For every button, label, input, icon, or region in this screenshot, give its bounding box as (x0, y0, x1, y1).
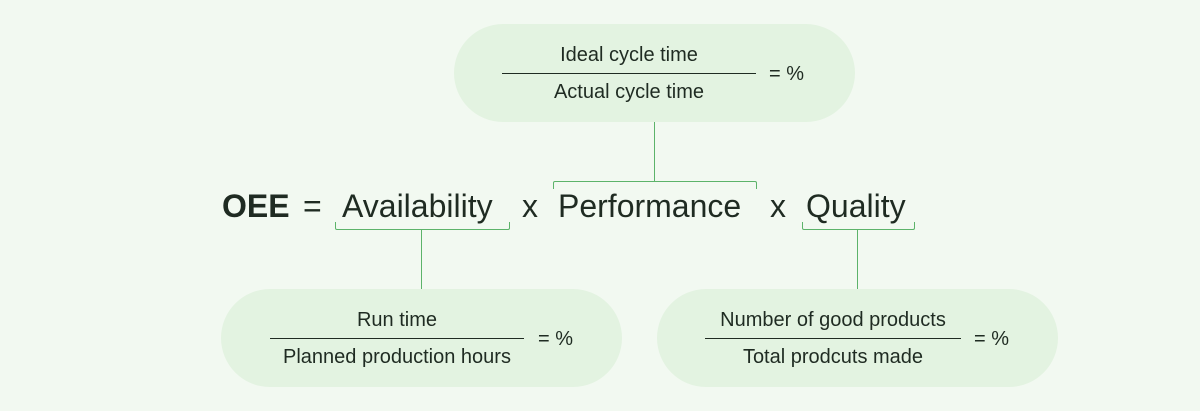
quality-denominator: Total prodcuts made (742, 346, 924, 368)
availability-fraction-bar (270, 338, 524, 339)
quality-connector (857, 230, 858, 289)
quality-fraction-bar (705, 338, 961, 339)
availability-denominator: Planned production hours (283, 346, 511, 368)
availability-bracket (335, 222, 510, 230)
availability-numerator: Run time (356, 309, 438, 331)
quality-term: Quality (806, 188, 906, 224)
performance-result: = % (769, 63, 805, 85)
quality-numerator: Number of good products (720, 309, 946, 331)
quality-bracket (802, 222, 915, 230)
availability-connector (421, 230, 422, 289)
performance-term: Performance (558, 188, 742, 224)
performance-bracket (553, 181, 757, 189)
availability-result: = % (538, 328, 574, 350)
performance-fraction-bar (502, 73, 756, 74)
multiply-sign-2: x (770, 188, 786, 224)
performance-numerator: Ideal cycle time (560, 44, 698, 66)
performance-denominator: Actual cycle time (553, 81, 705, 103)
oee-label: OEE (222, 188, 290, 224)
availability-term: Availability (342, 188, 493, 224)
equals-sign: = (303, 188, 322, 224)
multiply-sign-1: x (522, 188, 538, 224)
performance-connector (654, 122, 655, 181)
quality-result: = % (974, 328, 1010, 350)
